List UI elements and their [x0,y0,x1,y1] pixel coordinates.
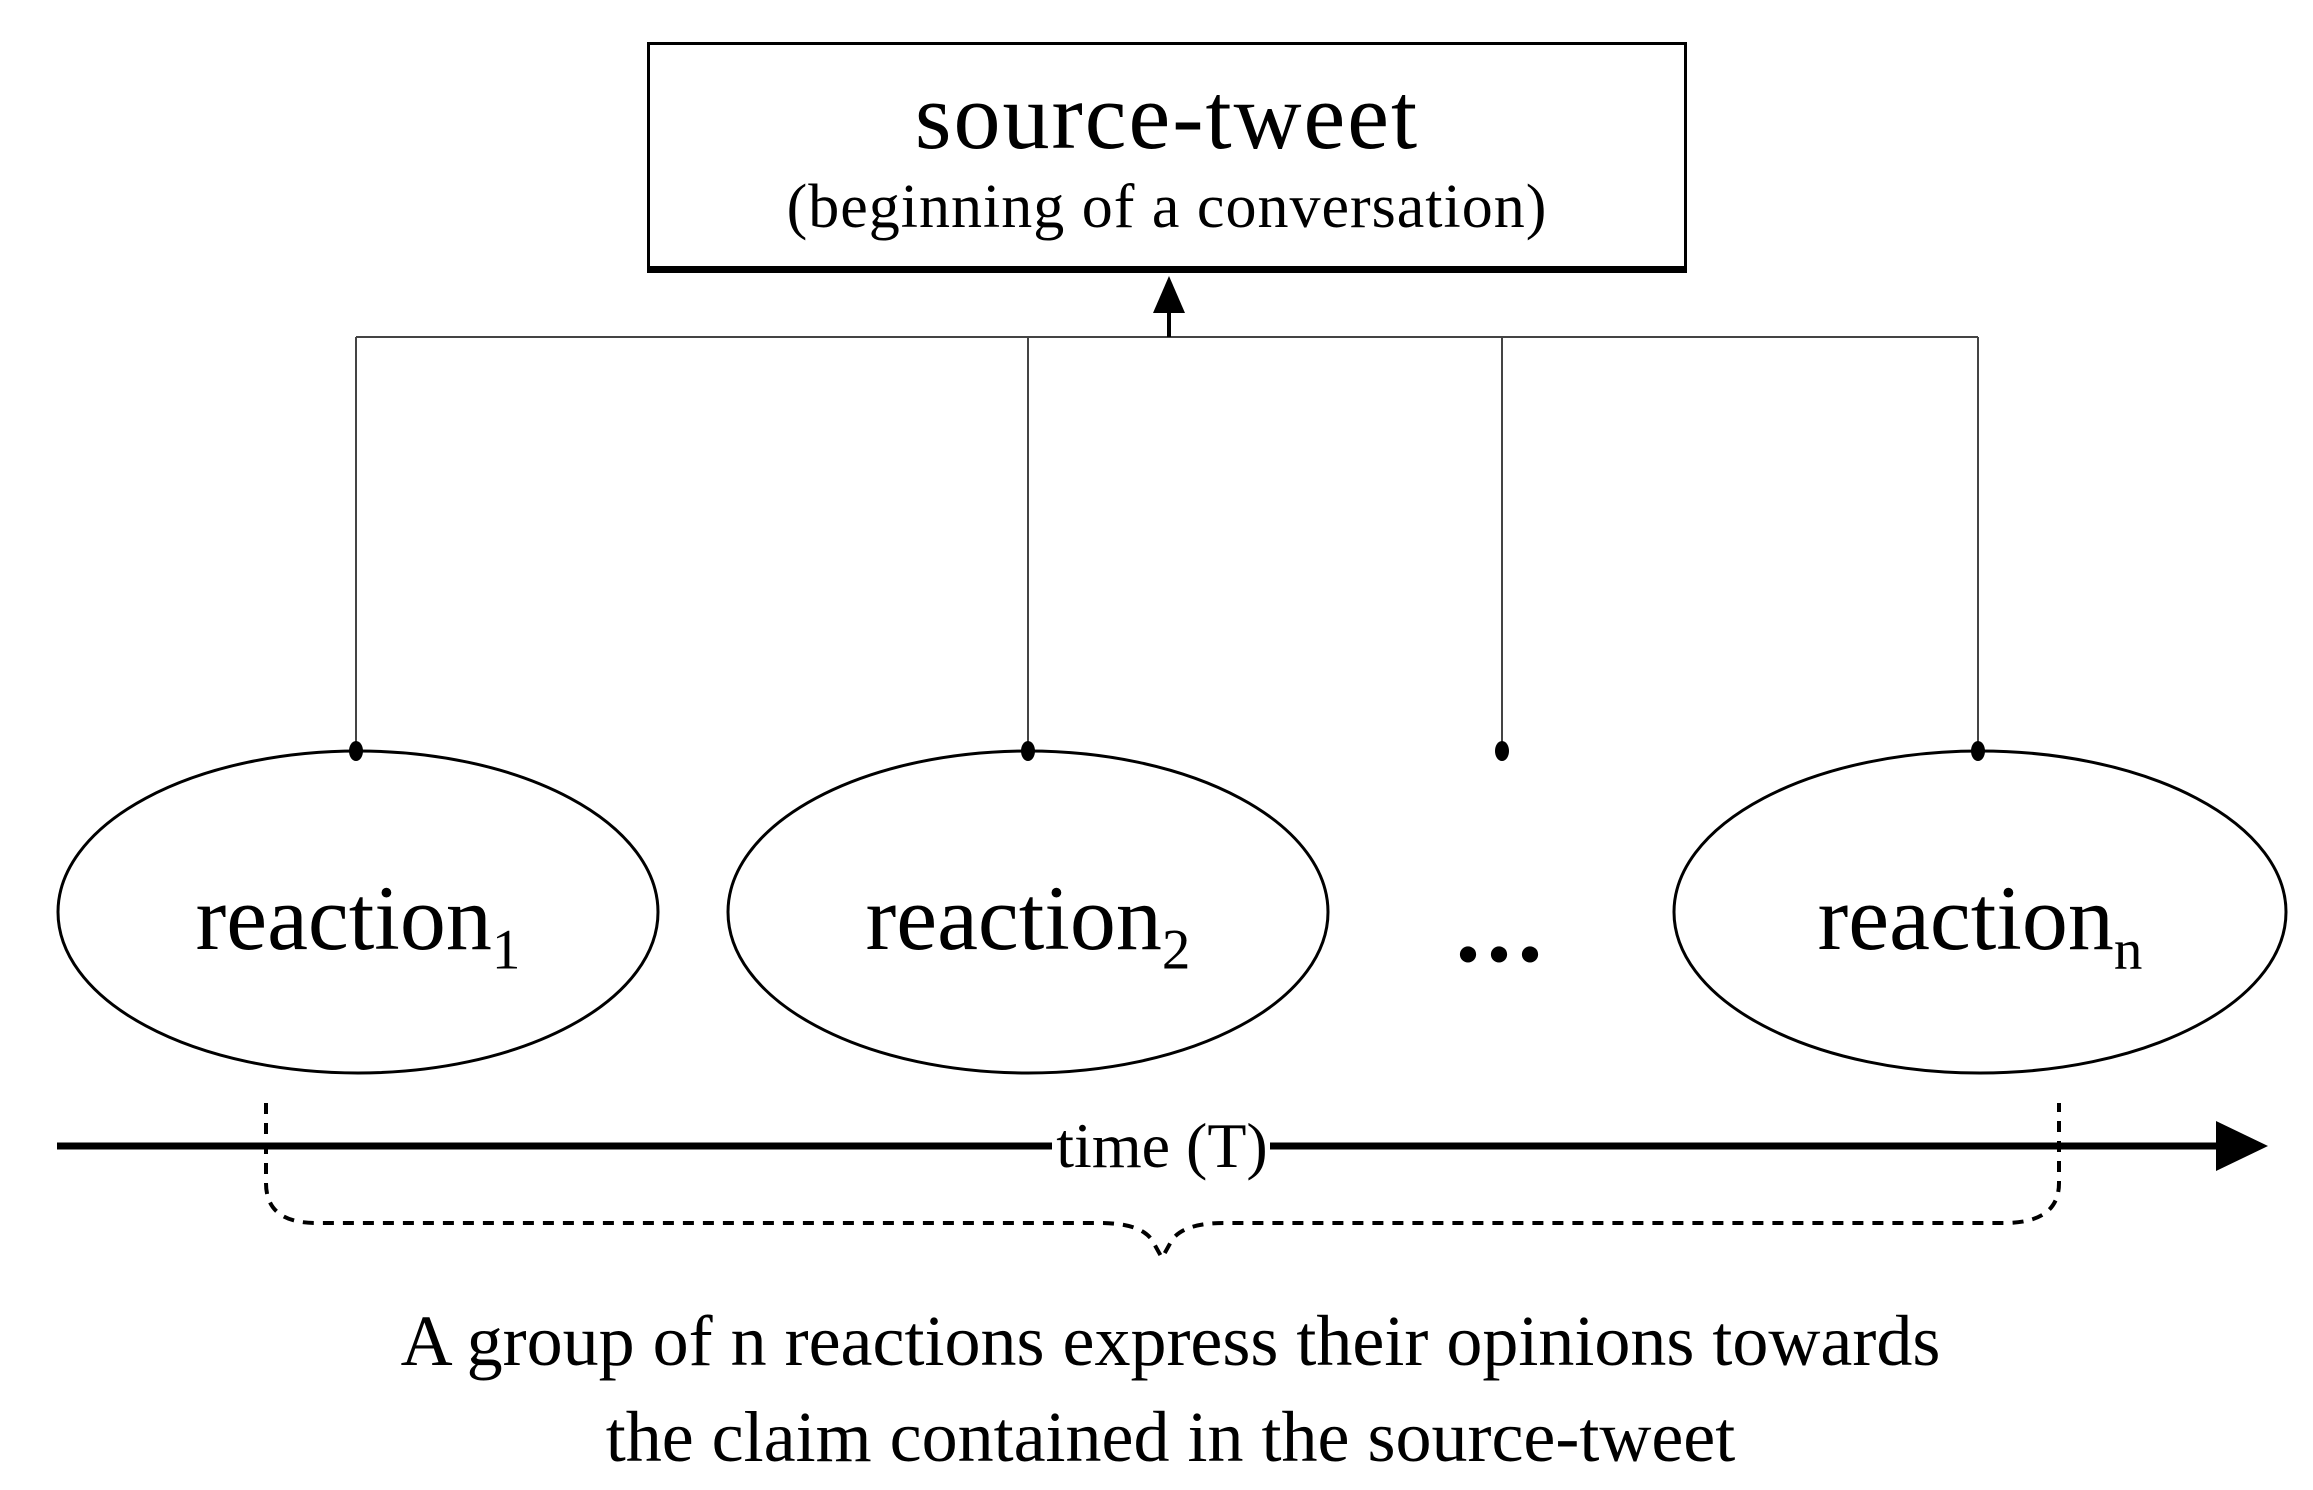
reaction-n-label: reactionn [1818,872,2143,978]
caption-line-1: A group of n reactions express their opi… [400,1301,1941,1381]
reaction2-sub: 2 [1161,918,1191,982]
right-arrow-icon [2216,1121,2268,1171]
reaction2-base: reaction [865,867,1162,969]
up-arrow-icon [1153,276,1185,313]
dot-reaction-n [1971,741,1985,761]
dot-reaction1 [349,741,363,761]
source-tweet-subtitle: (beginning of a conversation) [786,172,1548,241]
between-reactions-ellipsis: ... [1455,872,1549,983]
reaction-n-base: reaction [1817,867,2114,969]
figure-caption: A group of n reactions express their opi… [14,1294,2313,1486]
time-axis-label: time (T) [1056,1110,1268,1181]
caption-line-2: the claim contained in the source-tweet [605,1396,1736,1477]
source-tweet-title: source-tweet [914,65,1420,170]
underbrace-dotted [264,1103,2061,1263]
reaction-n-sub: n [2113,918,2143,982]
dot-ellipsis [1495,741,1509,761]
reaction1-sub: 1 [491,918,521,982]
reaction1-base: reaction [195,867,492,969]
dot-reaction2 [1021,741,1035,761]
reaction2-label: reaction2 [866,872,1191,978]
source-tweet-box: source-tweet (beginning of a conversatio… [647,42,1687,273]
reaction1-label: reaction1 [196,872,521,978]
